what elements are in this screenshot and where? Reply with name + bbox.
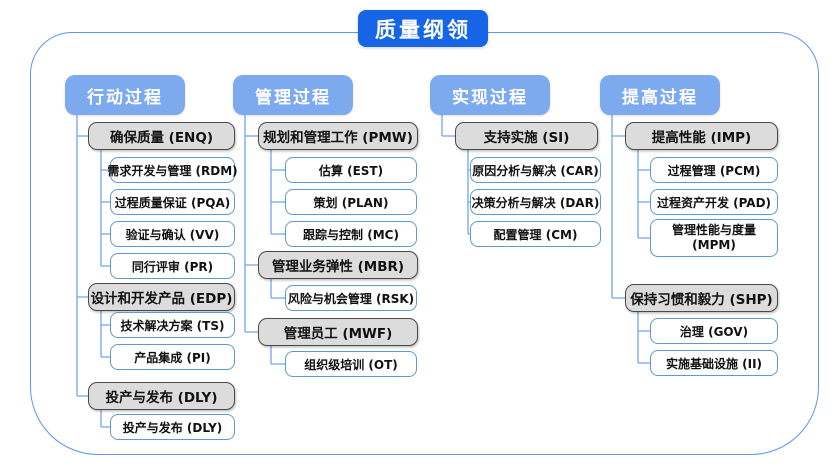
group-node-mwf: 管理员工 (MWF) <box>258 318 418 346</box>
leaf-node-mpm: 管理性能与度量 (MPM) <box>650 219 778 257</box>
leaf-node-plan: 策划 (PLAN) <box>285 189 417 215</box>
leaf-node-pr: 同行评审 (PR) <box>110 253 235 279</box>
leaf-node-ts: 技术解决方案 (TS) <box>110 312 235 338</box>
group-node-shp: 保持习惯和毅力 (SHP) <box>625 284 778 312</box>
diagram-title: 质量纲领 <box>358 10 488 47</box>
leaf-node-ot: 组织级培训 (OT) <box>285 351 417 377</box>
group-node-si: 支持实施 (SI) <box>455 122 598 150</box>
leaf-node-est: 估算 (EST) <box>285 157 417 183</box>
leaf-node-car: 原因分析与解决 (CAR) <box>470 157 601 183</box>
column-header-improvement: 提高过程 <box>600 75 720 115</box>
group-node-edp: 设计和开发产品 (EDP) <box>88 283 235 311</box>
leaf-node-pcm: 过程管理 (PCM) <box>650 157 778 183</box>
group-node-enq: 确保质量 (ENQ) <box>88 122 235 150</box>
leaf-node-gov: 治理 (GOV) <box>650 318 778 344</box>
group-node-pmw: 规划和管理工作 (PMW) <box>258 122 418 150</box>
leaf-node-rdm: 需求开发与管理 (RDM) <box>107 157 238 183</box>
leaf-node-pad: 过程资产开发 (PAD) <box>650 189 778 215</box>
column-header-action: 行动过程 <box>65 75 185 115</box>
leaf-node-mc: 跟踪与控制 (MC) <box>285 221 417 247</box>
leaf-node-dar: 决策分析与解决 (DAR) <box>470 189 601 215</box>
leaf-node-cm: 配置管理 (CM) <box>470 221 601 247</box>
leaf-node-ii: 实施基础设施 (II) <box>650 350 778 376</box>
group-node-dly: 投产与发布 (DLY) <box>88 382 235 410</box>
column-header-realization: 实现过程 <box>430 75 550 115</box>
leaf-node-pi: 产品集成 (PI) <box>110 344 235 370</box>
leaf-node-pqa: 过程质量保证 (PQA) <box>110 189 235 215</box>
leaf-node-rsk: 风险与机会管理 (RSK) <box>285 285 417 311</box>
leaf-node-dly: 投产与发布 (DLY) <box>110 414 235 440</box>
column-header-management: 管理过程 <box>233 75 353 115</box>
leaf-node-vv: 验证与确认 (VV) <box>110 221 235 247</box>
group-node-mbr: 管理业务弹性 (MBR) <box>258 251 418 279</box>
group-node-imp: 提高性能 (IMP) <box>625 122 778 150</box>
